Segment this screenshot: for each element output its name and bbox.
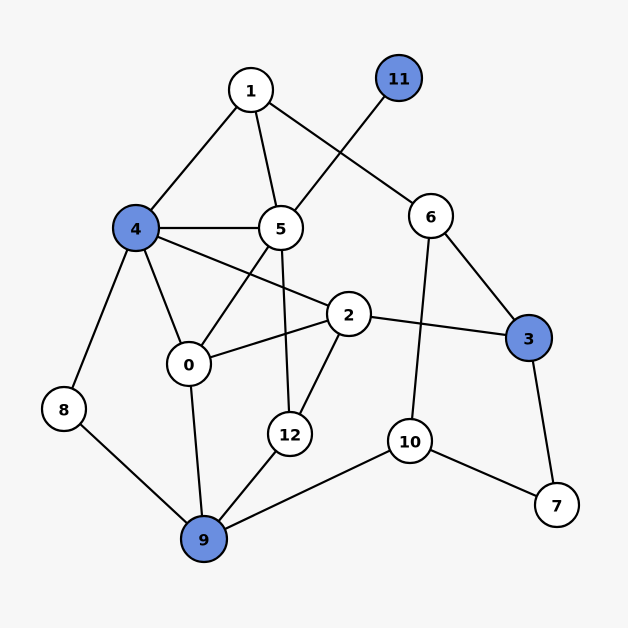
graph-node-8[interactable]: 8 <box>40 385 88 433</box>
graph-node-circle-11[interactable] <box>374 53 424 103</box>
graph-node-circle-1[interactable] <box>227 66 275 114</box>
graph-edge-6-10 <box>408 214 433 443</box>
graph-node-12[interactable]: 12 <box>266 410 314 458</box>
graph-edge-4-8 <box>62 226 138 411</box>
graph-node-circle-5[interactable] <box>257 204 305 252</box>
graph-edge-0-9 <box>187 362 206 541</box>
graph-node-circle-9[interactable] <box>179 514 229 564</box>
graph-edge-1-5 <box>249 88 283 230</box>
graph-node-circle-4[interactable] <box>111 203 161 253</box>
graph-edge-2-3 <box>347 312 531 340</box>
graph-node-10[interactable]: 10 <box>386 417 434 465</box>
graph-edge-9-10 <box>202 439 412 541</box>
graph-node-circle-10[interactable] <box>386 417 434 465</box>
graph-node-circle-3[interactable] <box>504 313 554 363</box>
graph-node-4[interactable]: 4 <box>111 203 161 253</box>
graph-edge-1-4 <box>134 88 253 230</box>
graph-node-9[interactable]: 9 <box>179 514 229 564</box>
graph-node-circle-7[interactable] <box>533 481 581 529</box>
graph-edge-4-2 <box>134 226 351 316</box>
graph-node-circle-6[interactable] <box>407 192 455 240</box>
graph-node-5[interactable]: 5 <box>257 204 305 252</box>
graph-edge-10-7 <box>408 439 559 507</box>
graph-node-0[interactable]: 0 <box>165 340 213 388</box>
graph-node-7[interactable]: 7 <box>533 481 581 529</box>
graph-node-2[interactable]: 2 <box>325 290 373 338</box>
graph-edge-4-0 <box>134 226 191 366</box>
graph-edge-3-7 <box>527 336 559 507</box>
graph-node-6[interactable]: 6 <box>407 192 455 240</box>
graph-edge-5-12 <box>279 226 292 436</box>
edge-layer <box>62 76 559 541</box>
graph-node-circle-2[interactable] <box>325 290 373 338</box>
graph-edge-8-9 <box>62 407 206 541</box>
graph-edge-6-3 <box>429 214 531 340</box>
graph-edge-5-0 <box>187 226 283 366</box>
graph-node-circle-8[interactable] <box>40 385 88 433</box>
graph-edge-0-2 <box>187 312 351 366</box>
graph-node-circle-12[interactable] <box>266 410 314 458</box>
graph-node-11[interactable]: 11 <box>374 53 424 103</box>
graph-edge-5-11 <box>279 76 401 230</box>
graph-node-3[interactable]: 3 <box>504 313 554 363</box>
graph-node-1[interactable]: 1 <box>227 66 275 114</box>
graph-node-circle-0[interactable] <box>165 340 213 388</box>
